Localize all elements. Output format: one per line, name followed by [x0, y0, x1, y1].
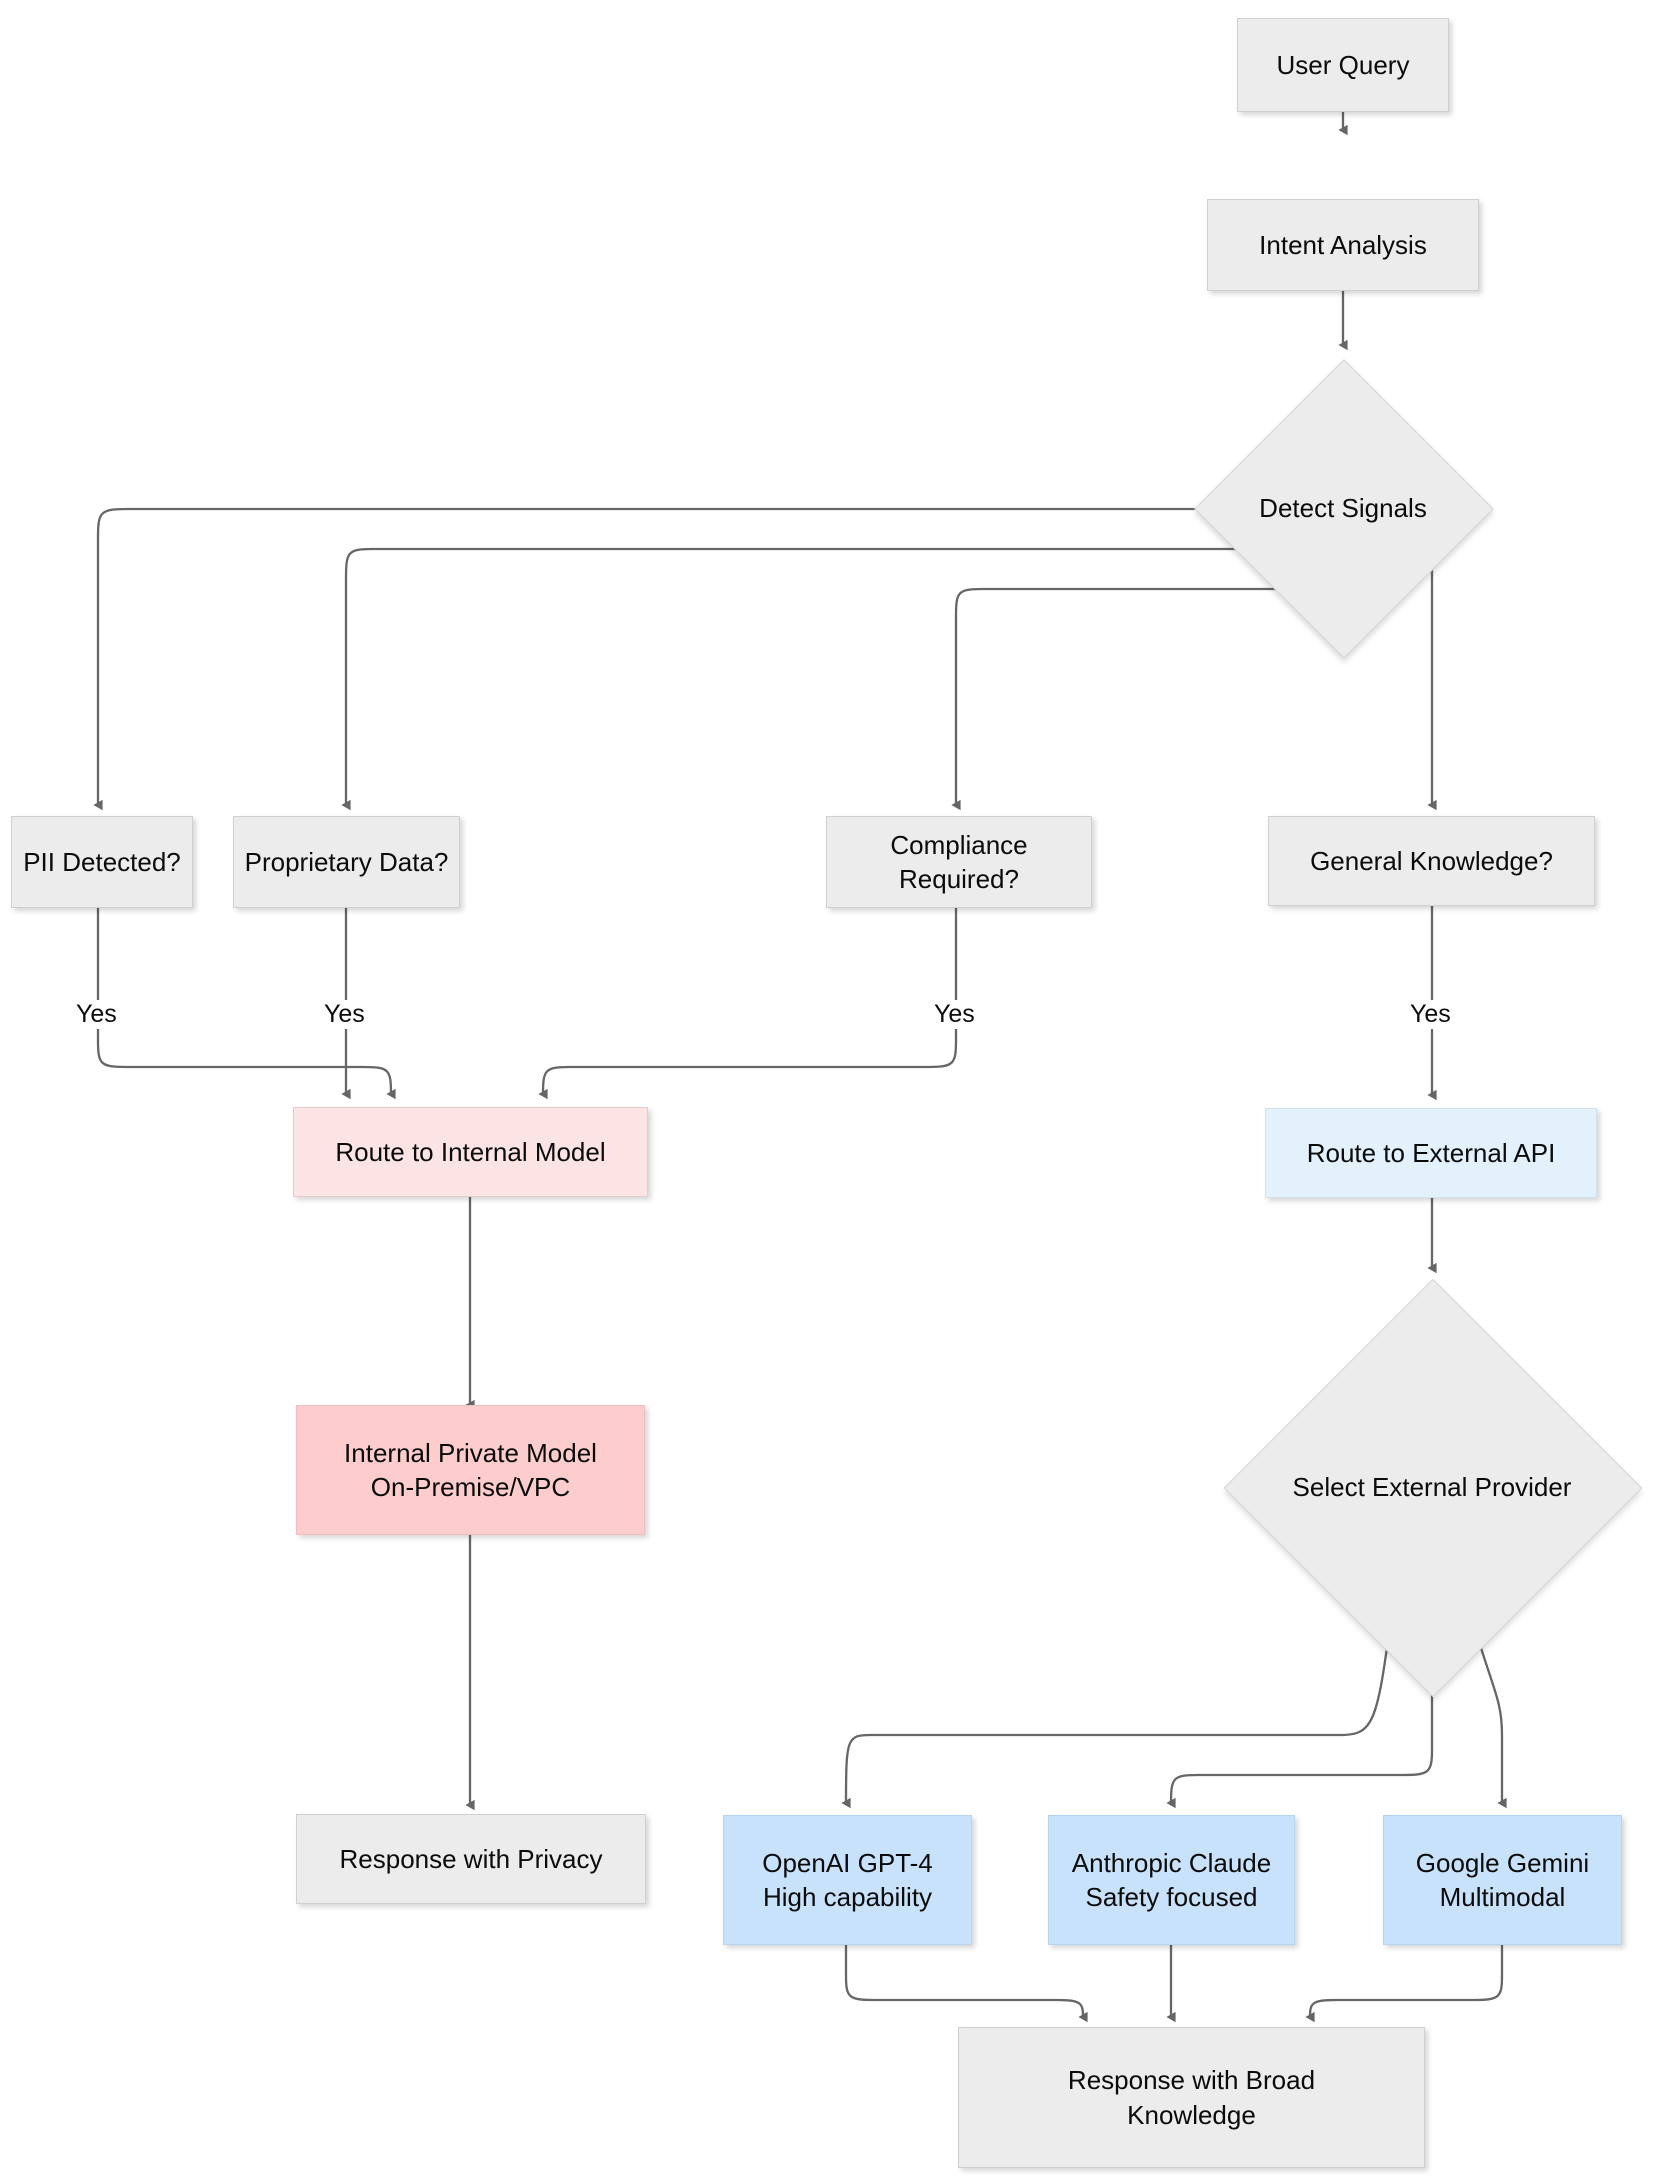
edge-label-general-yes: Yes — [1406, 1000, 1455, 1029]
node-proprietary-data[interactable]: Proprietary Data? — [233, 816, 460, 908]
node-response-with-privacy-label: Response with Privacy — [339, 1843, 603, 1874]
node-proprietary-data-label: Proprietary Data? — [244, 846, 449, 877]
node-compliance-required-label: Compliance Required? — [890, 829, 1028, 894]
edge-label-compliance-yes: Yes — [930, 1000, 979, 1029]
node-intent-analysis-label: Intent Analysis — [1259, 229, 1427, 260]
node-openai-gpt4[interactable]: OpenAI GPT-4 High capability — [723, 1815, 972, 1945]
node-internal-private-model[interactable]: Internal Private Model On-Premise/VPC — [296, 1405, 645, 1535]
node-select-external-provider[interactable] — [1223, 1278, 1643, 1698]
node-route-external-api-label: Route to External API — [1306, 1137, 1556, 1168]
node-user-query[interactable]: User Query — [1237, 18, 1449, 112]
node-route-internal-model[interactable]: Route to Internal Model — [293, 1107, 648, 1197]
node-internal-private-model-label: Internal Private Model On-Premise/VPC — [344, 1437, 597, 1502]
node-general-knowledge-label: General Knowledge? — [1310, 845, 1553, 876]
node-google-gemini-label: Google Gemini Multimodal — [1415, 1847, 1590, 1912]
node-response-with-broad-knowledge[interactable]: Response with Broad Knowledge — [958, 2027, 1425, 2168]
node-intent-analysis[interactable]: Intent Analysis — [1207, 199, 1479, 291]
node-route-external-api[interactable]: Route to External API — [1265, 1108, 1597, 1198]
node-detect-signals[interactable] — [1194, 359, 1494, 659]
node-user-query-label: User Query — [1276, 49, 1410, 80]
node-pii-detected[interactable]: PII Detected? — [11, 816, 193, 908]
node-route-internal-model-label: Route to Internal Model — [335, 1136, 606, 1167]
node-google-gemini[interactable]: Google Gemini Multimodal — [1383, 1815, 1622, 1945]
edge-label-pii-yes: Yes — [72, 1000, 121, 1029]
node-response-with-broad-knowledge-label: Response with Broad Knowledge — [1067, 2065, 1316, 2130]
node-openai-gpt4-label: OpenAI GPT-4 High capability — [762, 1847, 933, 1912]
node-anthropic-claude-label: Anthropic Claude Safety focused — [1071, 1847, 1272, 1912]
edge-label-proprietary-yes: Yes — [320, 1000, 369, 1029]
node-compliance-required[interactable]: Compliance Required? — [826, 816, 1092, 908]
node-general-knowledge[interactable]: General Knowledge? — [1268, 816, 1595, 906]
node-anthropic-claude[interactable]: Anthropic Claude Safety focused — [1048, 1815, 1295, 1945]
node-pii-detected-label: PII Detected? — [23, 846, 181, 877]
node-response-with-privacy[interactable]: Response with Privacy — [296, 1814, 646, 1904]
